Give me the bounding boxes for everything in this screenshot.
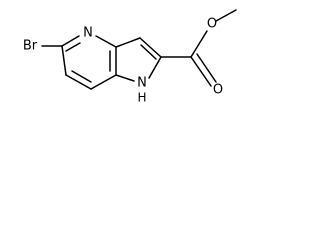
atom-label-ester-ether-oxygen: O (207, 17, 217, 32)
atom-label-carbonyl-oxygen: O (213, 83, 223, 98)
pyrrole-ring (115, 37, 162, 82)
bond-c2-n1 (148, 56, 162, 79)
bond-carbonyl-o-ether (190, 30, 208, 58)
molecule-diagram: Br N N H O O (0, 0, 248, 124)
bond-c6-c5 (61, 45, 67, 76)
bond-n4-c3a (95, 35, 117, 48)
atom-label-pyridine-nitrogen: N (83, 26, 93, 41)
structure-svg: Br N N H O O (23, 9, 237, 105)
bond-c7-c6 (65, 74, 92, 90)
ester-group (160, 9, 237, 87)
pyridine-ring (41, 35, 117, 90)
atom-label-bromine: Br (23, 39, 38, 54)
bond-c7-c6-inner (71, 70, 92, 83)
bond-c3-c2 (139, 37, 162, 58)
bond-c5-n4 (61, 35, 80, 47)
bond-o-methyl (215, 9, 237, 22)
atom-label-pyrrole-nitrogen: N (137, 76, 147, 91)
atom-label-pyrrole-hydrogen: H (137, 91, 146, 105)
bond-n1-c7a (115, 74, 135, 82)
bond-c3a-c3 (115, 37, 141, 48)
bond-carbonyl-double-2 (196, 53, 217, 83)
bond-c3-c2-inner (140, 44, 157, 60)
bond-c7a-c7 (90, 74, 117, 90)
bond-carbonyl-double (190, 56, 212, 87)
bond-c5-n4-inner (65, 42, 81, 52)
